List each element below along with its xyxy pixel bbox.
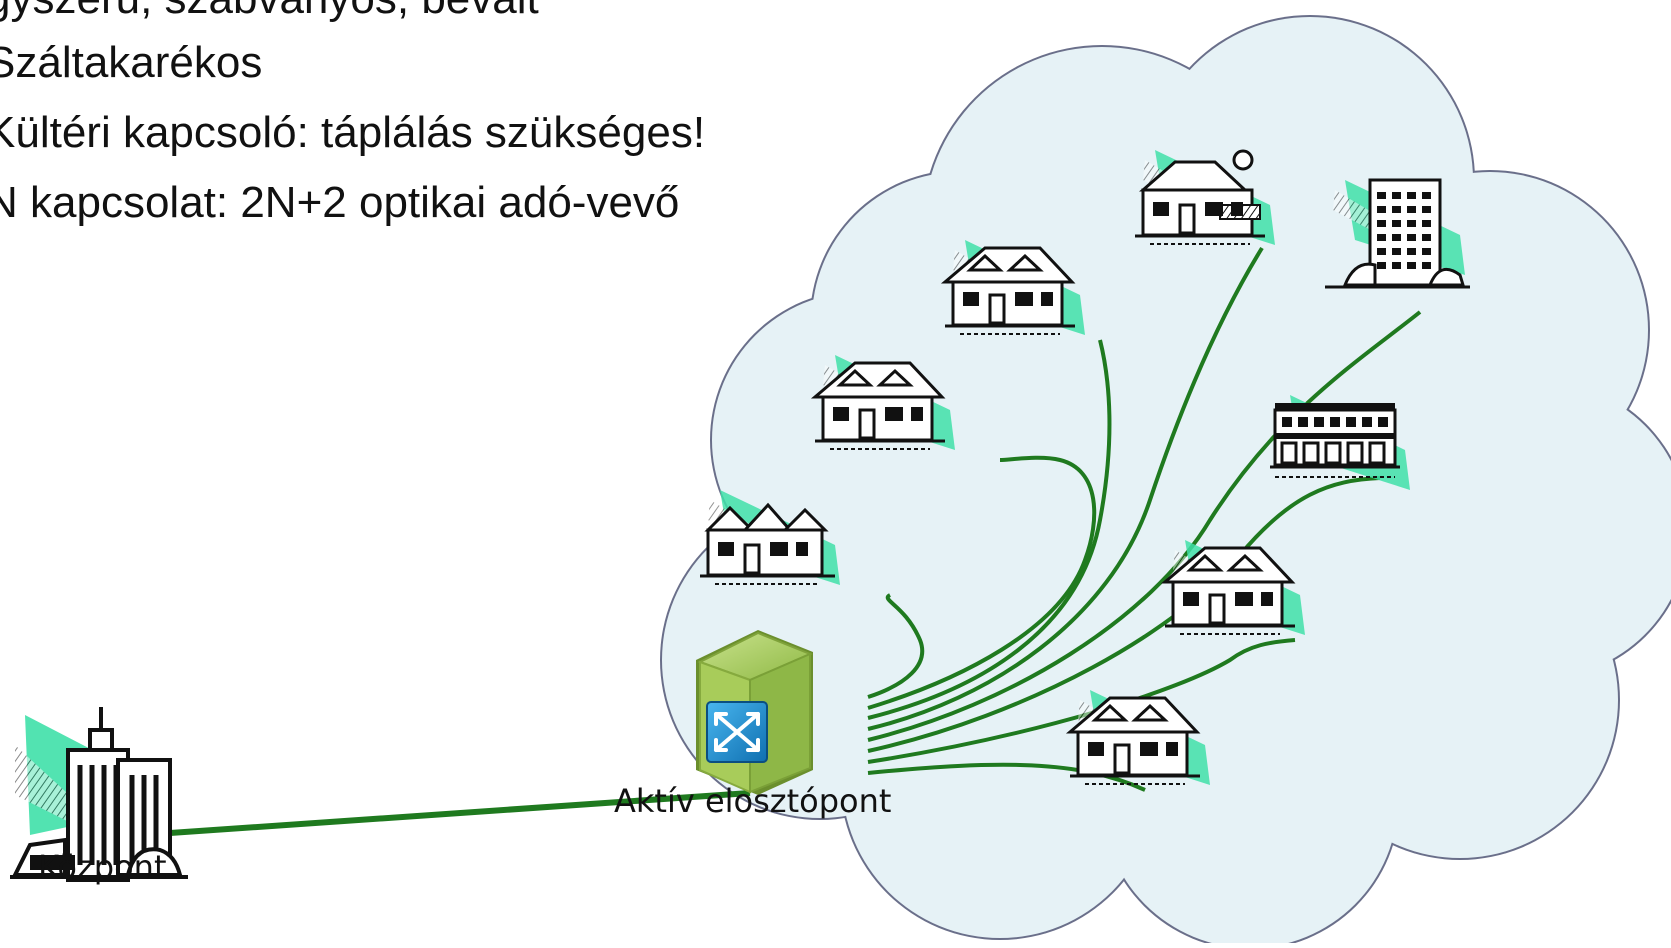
distribution-point-label: Aktív elosztópont <box>614 782 892 820</box>
shop-building-icon <box>1270 395 1410 490</box>
distribution-cabinet <box>696 630 813 795</box>
center-building-icon <box>10 707 188 882</box>
bullet-2: Száltakarékos <box>0 38 263 87</box>
fiber-apartment-tower <box>867 310 1422 742</box>
center-label: Központ <box>38 848 167 886</box>
townhouses-icon <box>700 490 840 585</box>
apartment-tower-icon <box>1325 178 1470 289</box>
solar-house-icon <box>1135 149 1275 245</box>
fiber-townhouses <box>867 593 924 699</box>
fiber-two-story-house <box>867 339 1112 720</box>
villa-icon <box>1065 690 1210 785</box>
fiber-cottage <box>867 455 1097 710</box>
ranch-house-icon <box>1160 540 1305 635</box>
fiber-ranch-house <box>867 638 1296 764</box>
feeder-fiber-link <box>169 790 751 836</box>
cottage-icon <box>810 355 955 450</box>
switch-icon <box>706 701 768 763</box>
bullet-3: Kültéri kapcsoló: táplálás szükséges! <box>0 108 706 157</box>
two-story-house-icon <box>940 240 1085 335</box>
fiber-villa <box>867 762 1146 792</box>
buildings <box>700 149 1470 785</box>
fiber-solar-house <box>867 246 1264 731</box>
bullet-4: N kapcsolat: 2N+2 optikai adó-vevő <box>0 178 680 227</box>
distribution-fibers <box>867 246 1422 792</box>
bullet-1: gyszerű, szabványos, bevált <box>0 0 539 24</box>
